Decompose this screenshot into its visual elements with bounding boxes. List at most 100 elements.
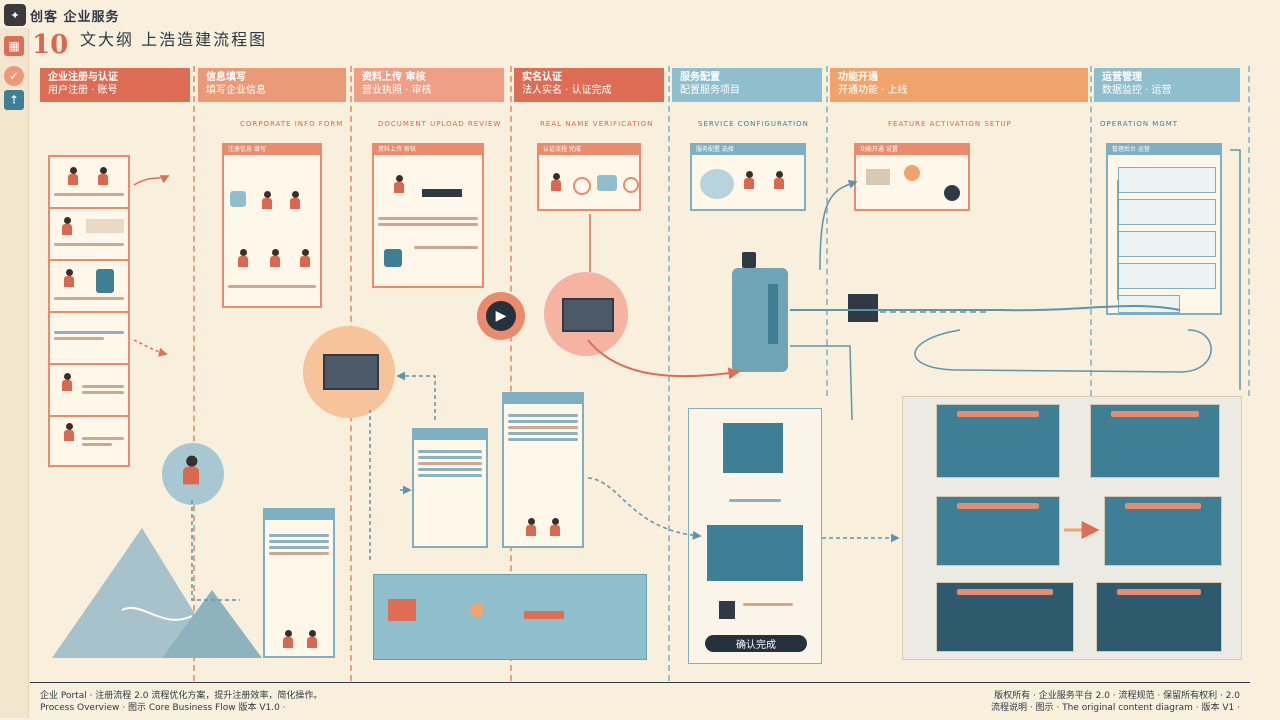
column-divider — [510, 66, 512, 681]
monitor-circle — [544, 272, 628, 356]
service-config-card[interactable]: 服务配置 选择 — [690, 143, 806, 211]
monitor-icon — [230, 191, 246, 207]
list-item[interactable] — [50, 261, 128, 313]
column-divider — [826, 66, 828, 396]
list-item[interactable] — [50, 313, 128, 365]
person-icon — [290, 191, 300, 209]
stage-header-3[interactable]: 资料上传 审核 营业执照 · 审核 — [354, 68, 504, 102]
list-item[interactable] — [1118, 231, 1216, 257]
server-icon — [388, 599, 416, 621]
dashboard-screen-3[interactable] — [936, 496, 1060, 566]
dashboard-screen-1[interactable] — [936, 404, 1060, 478]
column-divider — [1090, 66, 1092, 396]
dashboard-screen-2[interactable] — [1090, 404, 1220, 478]
column-caption: OPERATION MGMT — [1100, 120, 1179, 128]
column-caption: DOCUMENT UPLOAD REVIEW — [378, 120, 502, 128]
stage-title: 功能开通 — [838, 72, 878, 83]
laptop-circle — [303, 326, 395, 418]
review-document[interactable] — [412, 428, 488, 548]
dashboard-screen-4[interactable] — [1104, 496, 1222, 566]
stage-title: 运营管理 — [1102, 72, 1142, 83]
page-title: 文大纲 上浩造建流程图 — [80, 30, 268, 49]
cloud-icon — [700, 169, 734, 199]
person-icon — [551, 173, 561, 191]
document-upload-card[interactable]: 资料上传 审核 — [372, 143, 484, 288]
document-icon — [422, 189, 462, 197]
dashboard-screen-5[interactable] — [936, 582, 1074, 652]
application-form-doc[interactable] — [263, 508, 335, 658]
footer-right-line2: 流程说明 · 图示 · The original content diagram… — [990, 703, 1240, 713]
person-icon — [98, 167, 108, 185]
badge-icon — [623, 177, 639, 193]
progress-bar — [524, 611, 564, 619]
stage-header-5[interactable]: 服务配置 配置服务项目 — [672, 68, 822, 102]
person-icon — [62, 217, 72, 235]
card-header: 注册信息 填写 — [224, 145, 320, 155]
user-avatar-circle — [162, 443, 224, 505]
person-icon — [300, 249, 310, 267]
confirmation-panel — [688, 408, 822, 664]
feature-activation-card[interactable]: 功能开通 设置 — [854, 143, 970, 211]
stage-subtitle: 填写企业信息 — [206, 85, 266, 96]
left-toolbar: ▦ ✓ ↑ — [0, 28, 29, 718]
confirm-button[interactable]: 确认完成 — [705, 635, 807, 652]
stage-header-4[interactable]: 实名认证 法人实名 · 认证完成 — [514, 68, 664, 102]
approval-document[interactable] — [502, 392, 584, 548]
list-item[interactable] — [50, 365, 128, 417]
brush-icon[interactable]: ▦ — [4, 36, 24, 56]
card-header: 功能开通 设置 — [856, 145, 968, 155]
toggle-icon — [944, 185, 960, 201]
list-item[interactable] — [50, 209, 128, 261]
list-item[interactable] — [1118, 167, 1216, 193]
section-number: 10 — [32, 30, 69, 60]
list-item[interactable] — [50, 157, 128, 209]
person-icon — [774, 171, 784, 189]
person-icon — [238, 249, 248, 267]
column-caption: FEATURE ACTIVATION SETUP — [888, 120, 1012, 128]
check-circle-icon — [573, 177, 591, 195]
app-logo[interactable]: ✦ — [4, 4, 26, 26]
stage-subtitle: 数据监控 · 运营 — [1102, 85, 1172, 96]
stage-header-2[interactable]: 信息填写 填写企业信息 — [198, 68, 346, 102]
stage-title: 信息填写 — [206, 72, 246, 83]
stage-header-7[interactable]: 运营管理 数据监控 · 运营 — [1094, 68, 1240, 102]
output-box-icon — [848, 294, 878, 322]
list-item[interactable] — [50, 417, 128, 467]
card-header — [504, 394, 582, 404]
person-icon — [550, 518, 560, 536]
card-header — [414, 430, 486, 440]
person-icon — [262, 191, 272, 209]
cursor-icon[interactable]: ↑ — [4, 90, 24, 110]
node-icon — [470, 603, 484, 617]
person-icon — [183, 455, 199, 485]
play-icon[interactable]: ▶ — [486, 301, 516, 331]
verification-card[interactable]: 认证流程 完成 — [537, 143, 641, 211]
id-card-icon — [597, 175, 617, 191]
stage-subtitle: 开通功能 · 上线 — [838, 85, 908, 96]
dashboard-screen-6[interactable] — [1096, 582, 1222, 652]
stage-header-6[interactable]: 功能开通 开通功能 · 上线 — [830, 68, 1088, 102]
operation-dashboard-card[interactable]: 管理后台 运营 — [1106, 143, 1222, 315]
stage-title: 企业注册与认证 — [48, 72, 118, 83]
list-item[interactable] — [1118, 199, 1216, 225]
card-header: 资料上传 审核 — [374, 145, 482, 155]
brand-name: 创客 企业服务 — [30, 10, 120, 25]
person-icon — [68, 167, 78, 185]
stage-header-1[interactable]: 企业注册与认证 用户注册 · 账号 — [40, 68, 190, 102]
play-button-circle[interactable]: ▶ — [477, 292, 525, 340]
profile-screen — [723, 423, 783, 473]
column-divider — [668, 66, 670, 681]
card-header: 管理后台 运营 — [1108, 145, 1220, 155]
device-icon — [719, 601, 735, 619]
person-icon — [744, 171, 754, 189]
info-form-card[interactable]: 注册信息 填写 — [222, 143, 322, 308]
check-icon[interactable]: ✓ — [4, 66, 24, 86]
registration-steps-list — [48, 155, 130, 467]
list-item[interactable] — [1118, 263, 1216, 289]
person-icon — [62, 373, 72, 391]
column-caption: REAL NAME VERIFICATION — [540, 120, 654, 128]
column-divider — [1248, 66, 1250, 396]
mountain-illustration — [52, 528, 262, 658]
laptop-icon — [562, 298, 614, 332]
